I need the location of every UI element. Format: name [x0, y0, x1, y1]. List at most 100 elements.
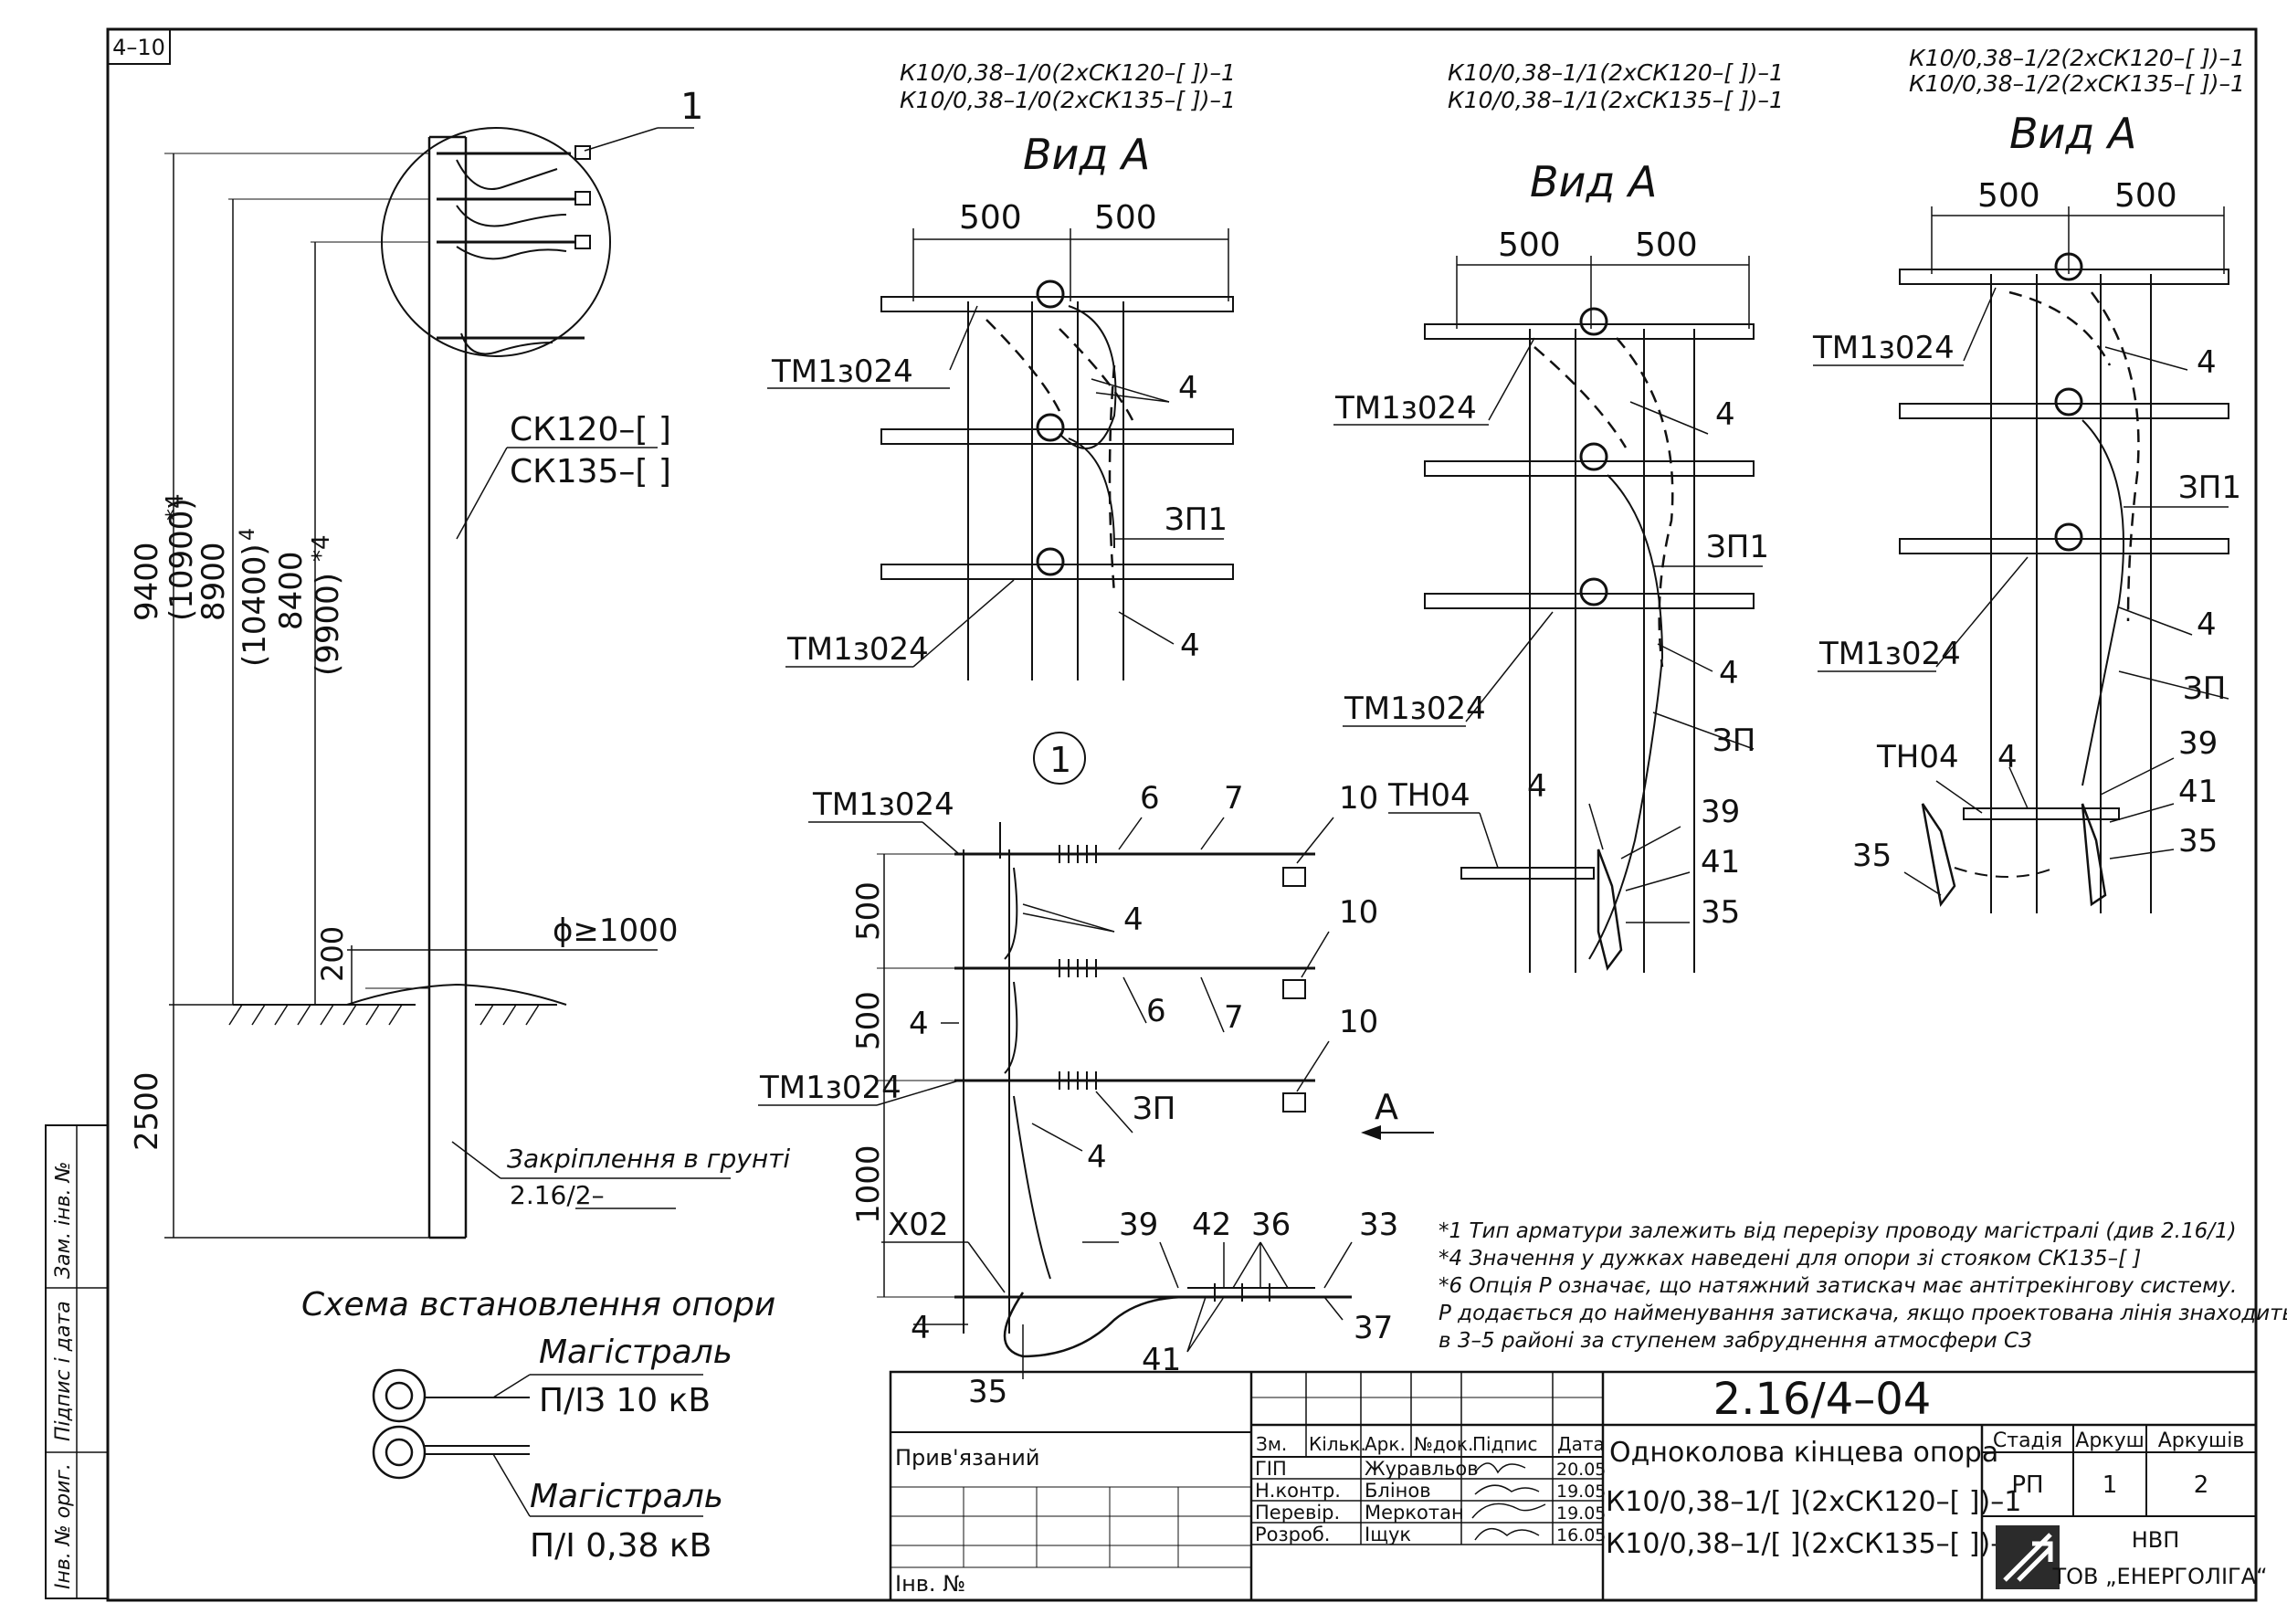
dim-2500: 2500	[129, 1071, 165, 1151]
dim-9900: (9900)	[310, 573, 346, 676]
detail-ref-6a: 6	[1140, 780, 1160, 817]
view1-ref-4a: 4	[1178, 370, 1198, 406]
view3-tn: ТН04	[1876, 739, 1959, 775]
tb-h-ark: Арк.	[1365, 1433, 1406, 1455]
view3-ref-4c: 4	[1997, 739, 2018, 775]
view3-code-1: К10/0,38–1/2(2хСК120–[ ])–1	[1909, 45, 2245, 71]
detail-ref-33: 33	[1359, 1207, 1398, 1243]
detail-arrow-a: А	[1375, 1087, 1398, 1127]
view3-tm-top: ТМ1з024	[1812, 330, 1955, 366]
diameter-label: ϕ≥1000	[553, 912, 678, 949]
signature-4	[1474, 1527, 1540, 1541]
view3-title: Вид А	[2009, 109, 2136, 158]
view2-tm-bottom: ТМ1з024	[1344, 691, 1486, 727]
view-a-variant-2: К10/0,38–1/2(2хСК120–[ ])–1 К10/0,38–1/2…	[1812, 45, 2245, 913]
view2-ref-zp: ЗП	[1713, 722, 1755, 759]
detail-dim-500a: 500	[850, 881, 887, 941]
title-block: Прив'язаний Інв. № 2.16/4–04 Зм. Кільк. …	[889, 1370, 2268, 1602]
view3-ref-39: 39	[2178, 725, 2218, 762]
detail-x02: Х02	[888, 1207, 949, 1243]
view1-code-2: К10/0,38–1/0(2хСК135–[ ])–1	[900, 87, 1236, 113]
tb-stage-h: Стадія	[1993, 1429, 2062, 1452]
tb-sheet: 1	[2103, 1471, 2118, 1499]
detail-tm-top: ТМ1з024	[812, 786, 954, 823]
note-3: *6 Опція Р означає, що натяжний затискач…	[1439, 1274, 2237, 1298]
view2-code-1: К10/0,38–1/1(2хСК120–[ ])–1	[1448, 59, 1784, 86]
tb-role-3: Перевір.	[1255, 1502, 1340, 1524]
tb-date-4: 16.05	[1556, 1525, 1606, 1545]
detail-ref-10a: 10	[1339, 780, 1378, 817]
dim-8400: 8400	[273, 551, 310, 630]
view3-ref-4: 4	[2197, 344, 2217, 381]
view-a-variant-0: К10/0,38–1/0(2хСК120–[ ])–1 К10/0,38–1/0…	[767, 59, 1236, 680]
tb-h-data: Дата	[1557, 1433, 1605, 1455]
detail-ref-42: 42	[1192, 1207, 1231, 1243]
tb-name-line-1: Одноколова кінцева опора	[1609, 1437, 1998, 1469]
view3-ref-4b: 4	[2197, 606, 2217, 643]
main-10-label: Магістраль	[539, 1334, 732, 1371]
dim-10400-note: 4	[237, 528, 259, 541]
view3-code-2: К10/0,38–1/2(2хСК135–[ ])–1	[1909, 70, 2245, 97]
view2-title: Вид А	[1530, 157, 1657, 206]
detail-ref-37: 37	[1354, 1310, 1393, 1346]
tb-doc-code: 2.16/4–04	[1713, 1374, 1932, 1425]
tb-org-2: ТОВ „ЕНЕРГОЛІГА“	[2051, 1564, 2267, 1589]
detail-circle-label: 1	[1049, 740, 1071, 780]
note-4: Р додається до найменування затискача, я…	[1439, 1302, 2287, 1325]
detail-ref-10c: 10	[1339, 1004, 1378, 1040]
tb-name-1: Журавльов	[1365, 1458, 1479, 1480]
view2-ref-35: 35	[1701, 894, 1740, 931]
pole-type-1: СК120–[ ]	[510, 411, 671, 448]
detail-dim-1000: 1000	[850, 1144, 887, 1224]
detail-tm-mid: ТМ1з024	[759, 1070, 901, 1106]
detail-ref-4d: 4	[911, 1310, 931, 1346]
detail-ref-35: 35	[968, 1374, 1007, 1410]
detail-ref-4c: 4	[1087, 1139, 1107, 1176]
view1-tm-top: ТМ1з024	[771, 353, 913, 390]
sheet-code-box	[107, 28, 171, 65]
notes: *1 Тип арматури залежить від перерізу пр…	[1439, 1219, 2287, 1353]
detail-ref-4a: 4	[1123, 902, 1144, 938]
view2-tn: ТН04	[1387, 777, 1470, 814]
sheet-code: 4–10	[112, 35, 165, 60]
company-logo-mark	[2003, 1533, 2053, 1582]
tb-name-3: Меркотан	[1365, 1502, 1464, 1524]
tb-role-2: Н.контр.	[1255, 1480, 1341, 1502]
view1-dim-right: 500	[1094, 199, 1157, 237]
note-5: в 3–5 районі за ступенем забруднення атм…	[1439, 1329, 2032, 1353]
dim-8900: 8900	[195, 542, 232, 621]
view2-ref-4c: 4	[1527, 768, 1547, 805]
pole-type-2: СК135–[ ]	[510, 453, 671, 490]
view3-ref-35: 35	[2178, 823, 2218, 859]
signature-1	[1474, 1462, 1526, 1474]
dim-200: 200	[315, 926, 350, 982]
view3-tm-bottom: ТМ1з024	[1818, 636, 1961, 672]
view1-code-1: К10/0,38–1/0(2хСК120–[ ])–1	[900, 59, 1236, 86]
view3-dim-left: 500	[1977, 177, 2040, 215]
detail-ref-39: 39	[1119, 1207, 1158, 1243]
view2-ref-39: 39	[1701, 794, 1740, 830]
fixing-label: Закріплення в грунті	[507, 1144, 790, 1174]
view3-ref-35b: 35	[1852, 838, 1892, 874]
view1-ref-4b: 4	[1180, 627, 1200, 664]
tb-sheet-h: Аркуш	[2075, 1429, 2144, 1452]
side-stamp: Зам. інв. № Підпис і дата Інв. № ориг.	[45, 1124, 109, 1599]
main-04-label: Магістраль	[530, 1478, 723, 1515]
main-10-type: П/ІЗ 10 кВ	[539, 1382, 711, 1419]
detail-ref-4b: 4	[909, 1006, 929, 1042]
dim-8400-note: *4	[308, 534, 335, 562]
tb-role-4: Розроб.	[1255, 1524, 1330, 1545]
pole-scheme: 1 СК120–[ ] СК135–[ ] 9400 (10900) *4 89…	[129, 86, 790, 1565]
tb-sheets-h: Аркушів	[2158, 1429, 2245, 1452]
view2-ref-zp1: ЗП1	[1706, 529, 1769, 565]
view2-ref-4b: 4	[1719, 655, 1739, 691]
view-a-variant-1: К10/0,38–1/1(2хСК120–[ ])–1 К10/0,38–1/1…	[1333, 59, 1784, 973]
main-04-type: П/І 0,38 кВ	[530, 1527, 711, 1565]
view2-ref-4: 4	[1715, 396, 1735, 433]
dim-9400-note: *4	[162, 493, 189, 521]
view2-tm-top: ТМ1з024	[1334, 390, 1477, 427]
side-stamp-sign: Підпис і дата	[52, 1301, 75, 1441]
tb-h-kilk: Кільк.	[1309, 1433, 1366, 1455]
view3-dim-right: 500	[2114, 177, 2177, 215]
